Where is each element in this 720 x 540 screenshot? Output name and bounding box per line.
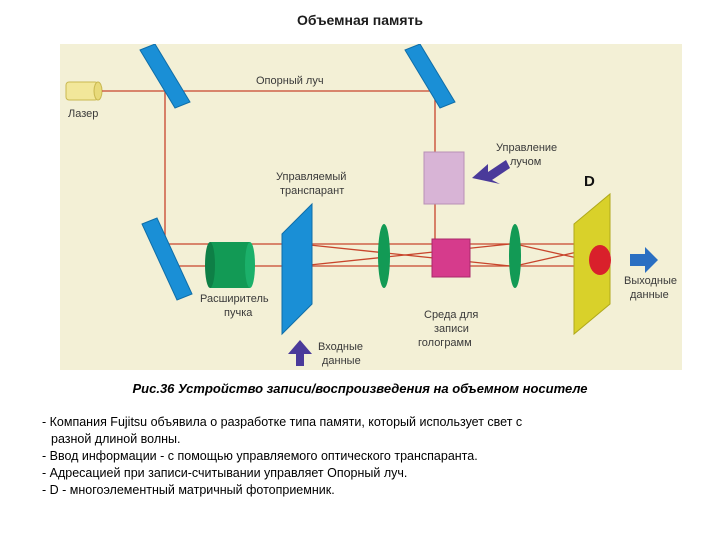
laser-label: Лазер: [68, 108, 98, 120]
top-left-mirror: [139, 44, 191, 109]
note-item-4: - D - многоэлементный матричный фотоприе…: [42, 483, 335, 497]
input-label-2: данные: [322, 355, 361, 367]
figure-caption: Рис.36 Устройство записи/воспроизведения…: [132, 381, 588, 396]
spatial-light-modulator: [281, 202, 313, 336]
lens-2: [509, 224, 521, 288]
medium-label-1: Среда для: [424, 309, 478, 321]
hologram-medium-cube: [431, 238, 471, 278]
medium-label-2: записи: [434, 323, 469, 335]
notes-list: - Компания Fujitsu объявила о разработке…: [42, 414, 692, 499]
controlled-label-2: транспарант: [280, 185, 344, 197]
input-arrow-icon: [288, 340, 312, 366]
page-title: Объемная память: [296, 12, 424, 28]
beam-control-label-2: лучом: [510, 156, 541, 168]
reference-beam-label: Опорный луч: [256, 75, 324, 87]
beam-control-label-1: Управление: [496, 142, 557, 154]
bottom-left-mirror: [141, 217, 193, 301]
beam-control-arrow-icon: [472, 160, 510, 184]
note-item-2: - Ввод информации - с помощью управляемо…: [42, 449, 478, 463]
controlled-label-1: Управляемый: [276, 171, 346, 183]
top-right-mirror: [404, 44, 456, 109]
note-item-3: - Адресацией при записи-считывании управ…: [42, 466, 408, 480]
laser-icon: [65, 81, 103, 101]
expander-label-2: пучка: [224, 307, 253, 319]
output-arrow-icon: [630, 247, 658, 273]
detector-spot: [589, 245, 611, 275]
output-label-1: Выходные: [624, 275, 677, 287]
medium-label-3: голограмм: [418, 337, 472, 349]
note-item-1-continued: разной длиной волны.: [51, 432, 181, 446]
beam-modulator-box: [423, 151, 465, 205]
lens-1: [378, 224, 390, 288]
beam-expander: [205, 242, 255, 288]
expander-label-1: Расширитель: [200, 293, 269, 305]
holographic-memory-diagram: Лазер Расширитель пучка Управляемый тран…: [60, 44, 682, 370]
detector-label: D: [584, 173, 595, 190]
input-label-1: Входные: [318, 341, 363, 353]
output-label-2: данные: [630, 289, 669, 301]
note-item-1: - Компания Fujitsu объявила о разработке…: [42, 415, 523, 429]
